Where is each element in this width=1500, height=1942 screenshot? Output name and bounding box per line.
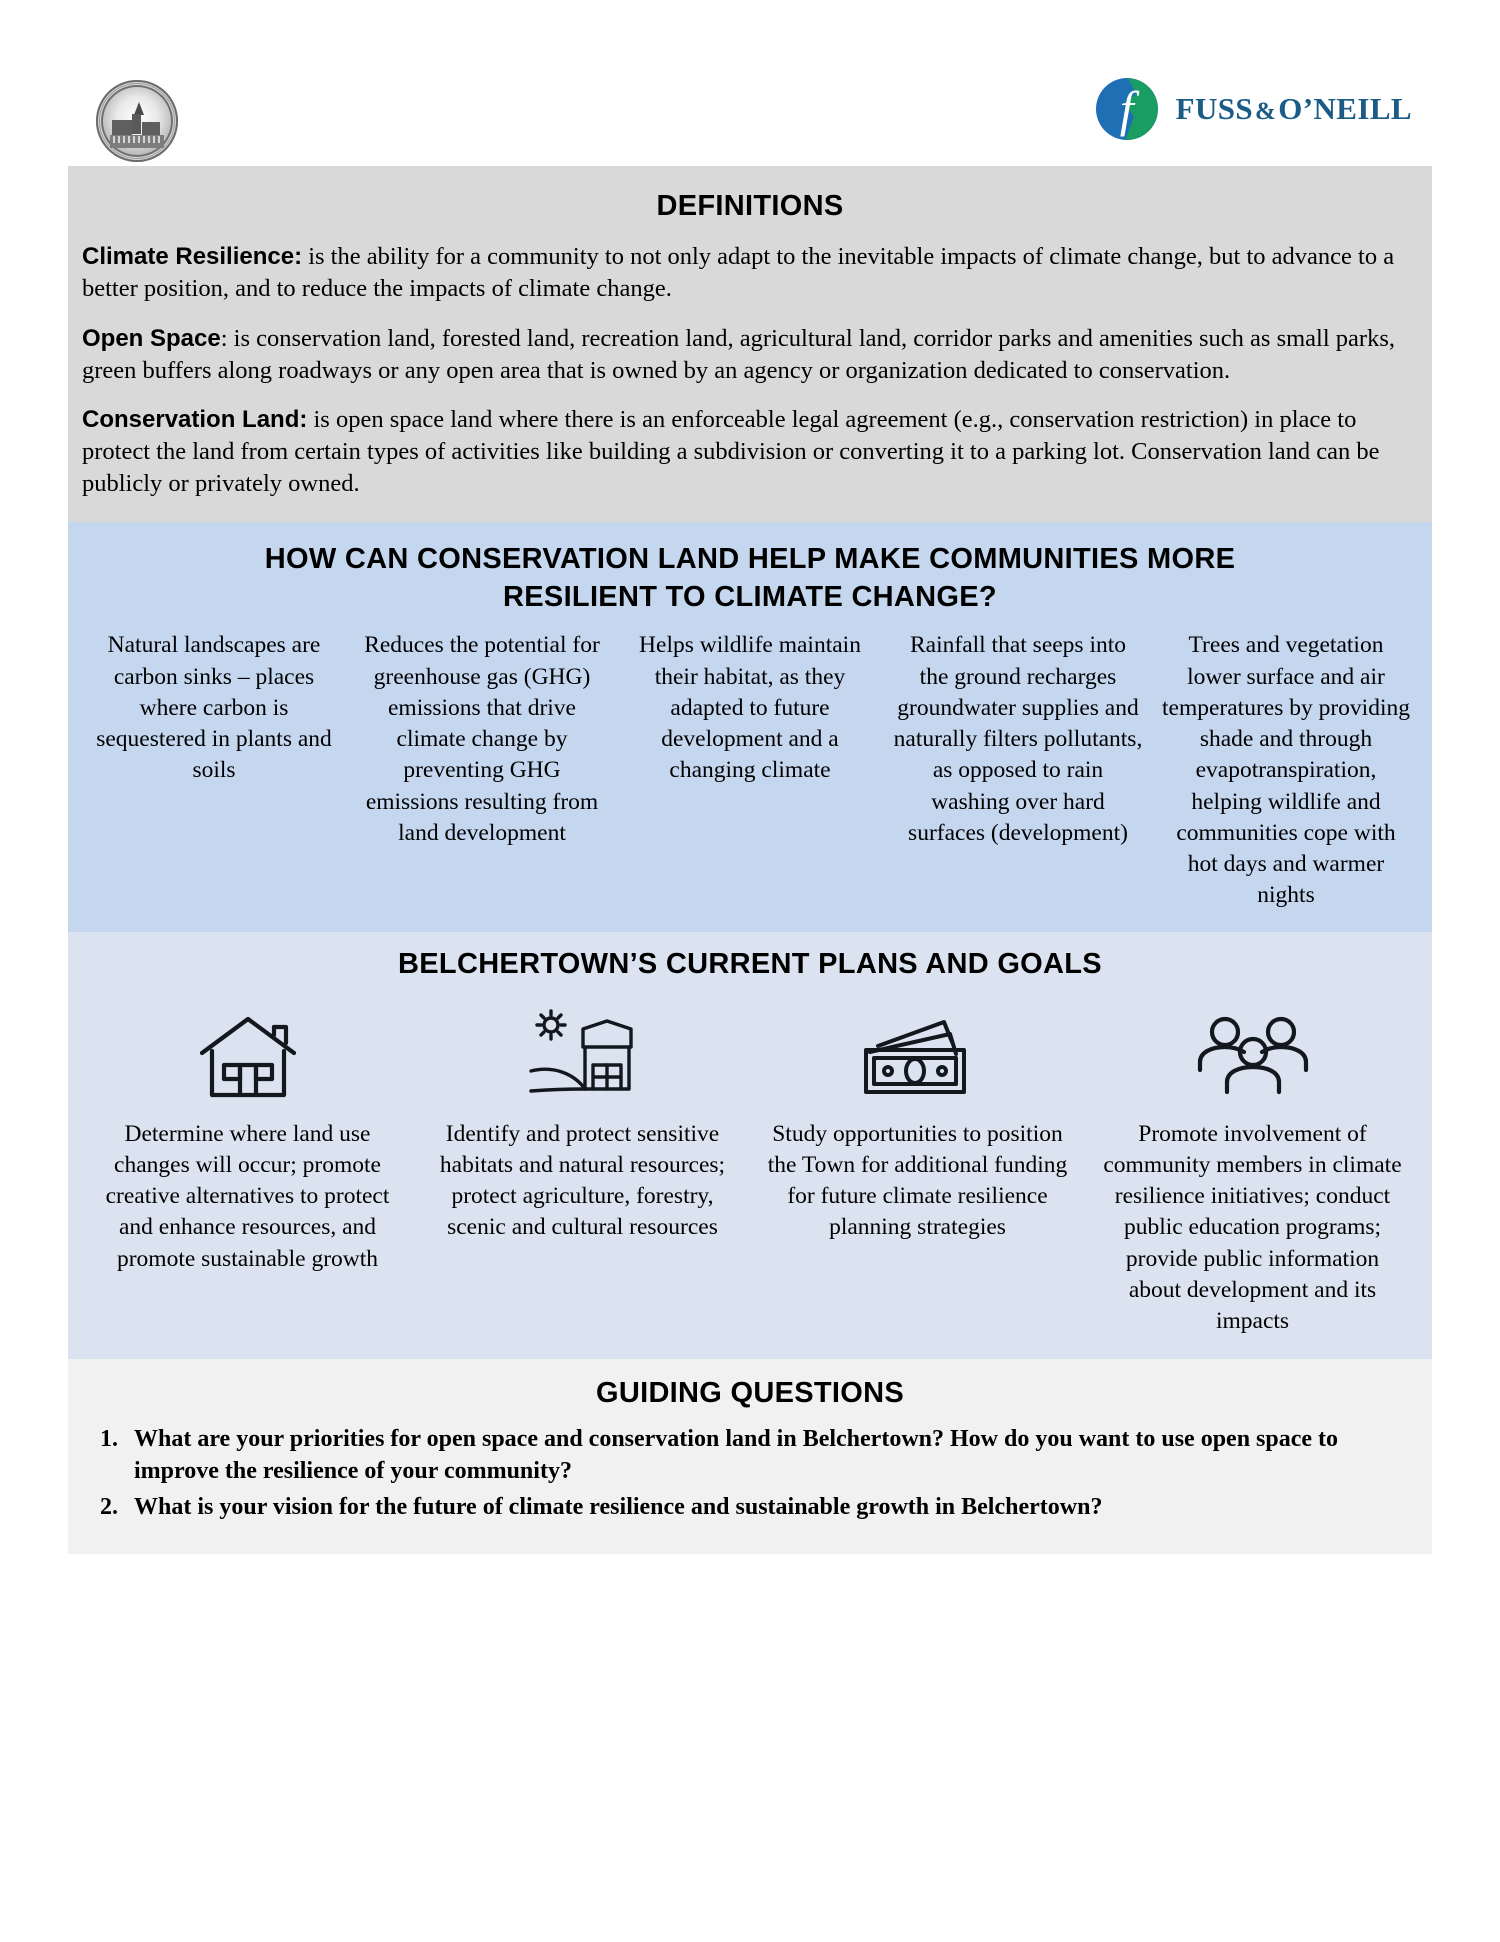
seal-building-left-icon [112, 120, 132, 136]
goal-text: Determine where land use changes will oc… [105, 1120, 390, 1272]
definition-item: Climate Resilience: is the ability for a… [82, 241, 1418, 305]
seal-outer-ring [99, 83, 175, 159]
guiding-questions-list: 1. What are your priorities for open spa… [80, 1424, 1420, 1524]
benefit-column: Helps wildlife maintain their habitat, a… [639, 632, 861, 784]
seal-scene [110, 102, 164, 148]
seal-fence-icon [113, 136, 161, 143]
benefits-title-line2: RESILIENT TO CLIMATE CHANGE? [503, 581, 997, 614]
guiding-question-item: 2. What is your vision for the future of… [80, 1492, 1420, 1524]
farm-barn-sun-icon [427, 1008, 738, 1101]
definition-item: Conservation Land: is open space land wh… [82, 404, 1418, 500]
definition-text: : is conservation land, forested land, r… [82, 324, 1395, 384]
guiding-questions-section: GUIDING QUESTIONS 1. What are your prior… [68, 1359, 1432, 1555]
goal-column: Identify and protect sensitive habitats … [415, 1008, 750, 1244]
seal-steeple-icon [132, 114, 141, 134]
definition-term: Climate Resilience: [82, 243, 303, 270]
goal-column: Study opportunities to position the Town… [750, 1009, 1085, 1244]
firm-name-ampersand: & [1255, 98, 1277, 125]
house-icon [92, 1009, 403, 1101]
money-cash-icon [762, 1009, 1073, 1101]
definition-term: Conservation Land: [82, 406, 308, 434]
firm-name-part2: O’NEILL [1278, 91, 1412, 126]
goal-text: Promote involvement of community members… [1103, 1120, 1402, 1335]
benefit-column: Trees and vegetation lower surface and a… [1162, 632, 1410, 909]
definition-term: Open Space [82, 324, 221, 352]
fuss-oneill-wordmark: FUSS&O’NEILL [1176, 91, 1412, 127]
goal-column: Determine where land use changes will oc… [80, 1009, 415, 1275]
benefit-column: Natural landscapes are carbon sinks – pl… [96, 632, 332, 784]
goal-text: Identify and protect sensitive habitats … [439, 1120, 726, 1241]
question-number: 1. [100, 1426, 118, 1453]
goal-column: Promote involvement of community members… [1085, 1009, 1420, 1338]
fuss-oneill-logo: f FUSS&O’NEILL [1095, 78, 1412, 140]
question-text: What is your vision for the future of cl… [134, 1494, 1103, 1521]
definitions-section: DEFINITIONS Climate Resilience: is the a… [68, 166, 1432, 522]
people-group-icon [1097, 1009, 1408, 1101]
definition-text: is open space land where there is an enf… [82, 406, 1380, 498]
question-text: What are your priorities for open space … [134, 1426, 1339, 1485]
goals-title: BELCHERTOWN’S CURRENT PLANS AND GOALS [398, 947, 1102, 980]
benefits-title-line1: HOW CAN CONSERVATION LAND HELP MAKE COMM… [264, 542, 1236, 575]
guiding-question-item: 1. What are your priorities for open spa… [80, 1424, 1420, 1488]
goal-text: Study opportunities to position the Town… [767, 1120, 1068, 1241]
seal-building-right-icon [142, 122, 160, 136]
benefit-column: Rainfall that seeps into the ground rech… [893, 632, 1143, 846]
definition-item: Open Space: is conservation land, forest… [82, 323, 1418, 387]
benefits-columns: Natural landscapes are carbon sinks – pl… [80, 630, 1420, 911]
definition-text: is the ability for a community to not on… [82, 243, 1395, 302]
goals-columns: Determine where land use changes will oc… [80, 1008, 1420, 1338]
firm-name-part1: FUSS [1175, 91, 1254, 126]
page-header: f FUSS&O’NEILL [0, 0, 1500, 166]
goals-section: BELCHERTOWN’S CURRENT PLANS AND GOALS De… [68, 931, 1432, 1360]
town-seal-logo [96, 80, 178, 162]
logo-f-letter: f [1119, 81, 1134, 137]
benefits-section: HOW CAN CONSERVATION LAND HELP MAKE COMM… [68, 521, 1432, 932]
seal-church-roof-icon [134, 102, 144, 115]
benefit-column: Reduces the potential for greenhouse gas… [364, 632, 600, 846]
fuss-oneill-mark-icon: f [1095, 78, 1158, 140]
definitions-title: DEFINITIONS [656, 190, 844, 222]
question-number: 2. [100, 1494, 118, 1521]
guiding-questions-title: GUIDING QUESTIONS [595, 1377, 904, 1410]
